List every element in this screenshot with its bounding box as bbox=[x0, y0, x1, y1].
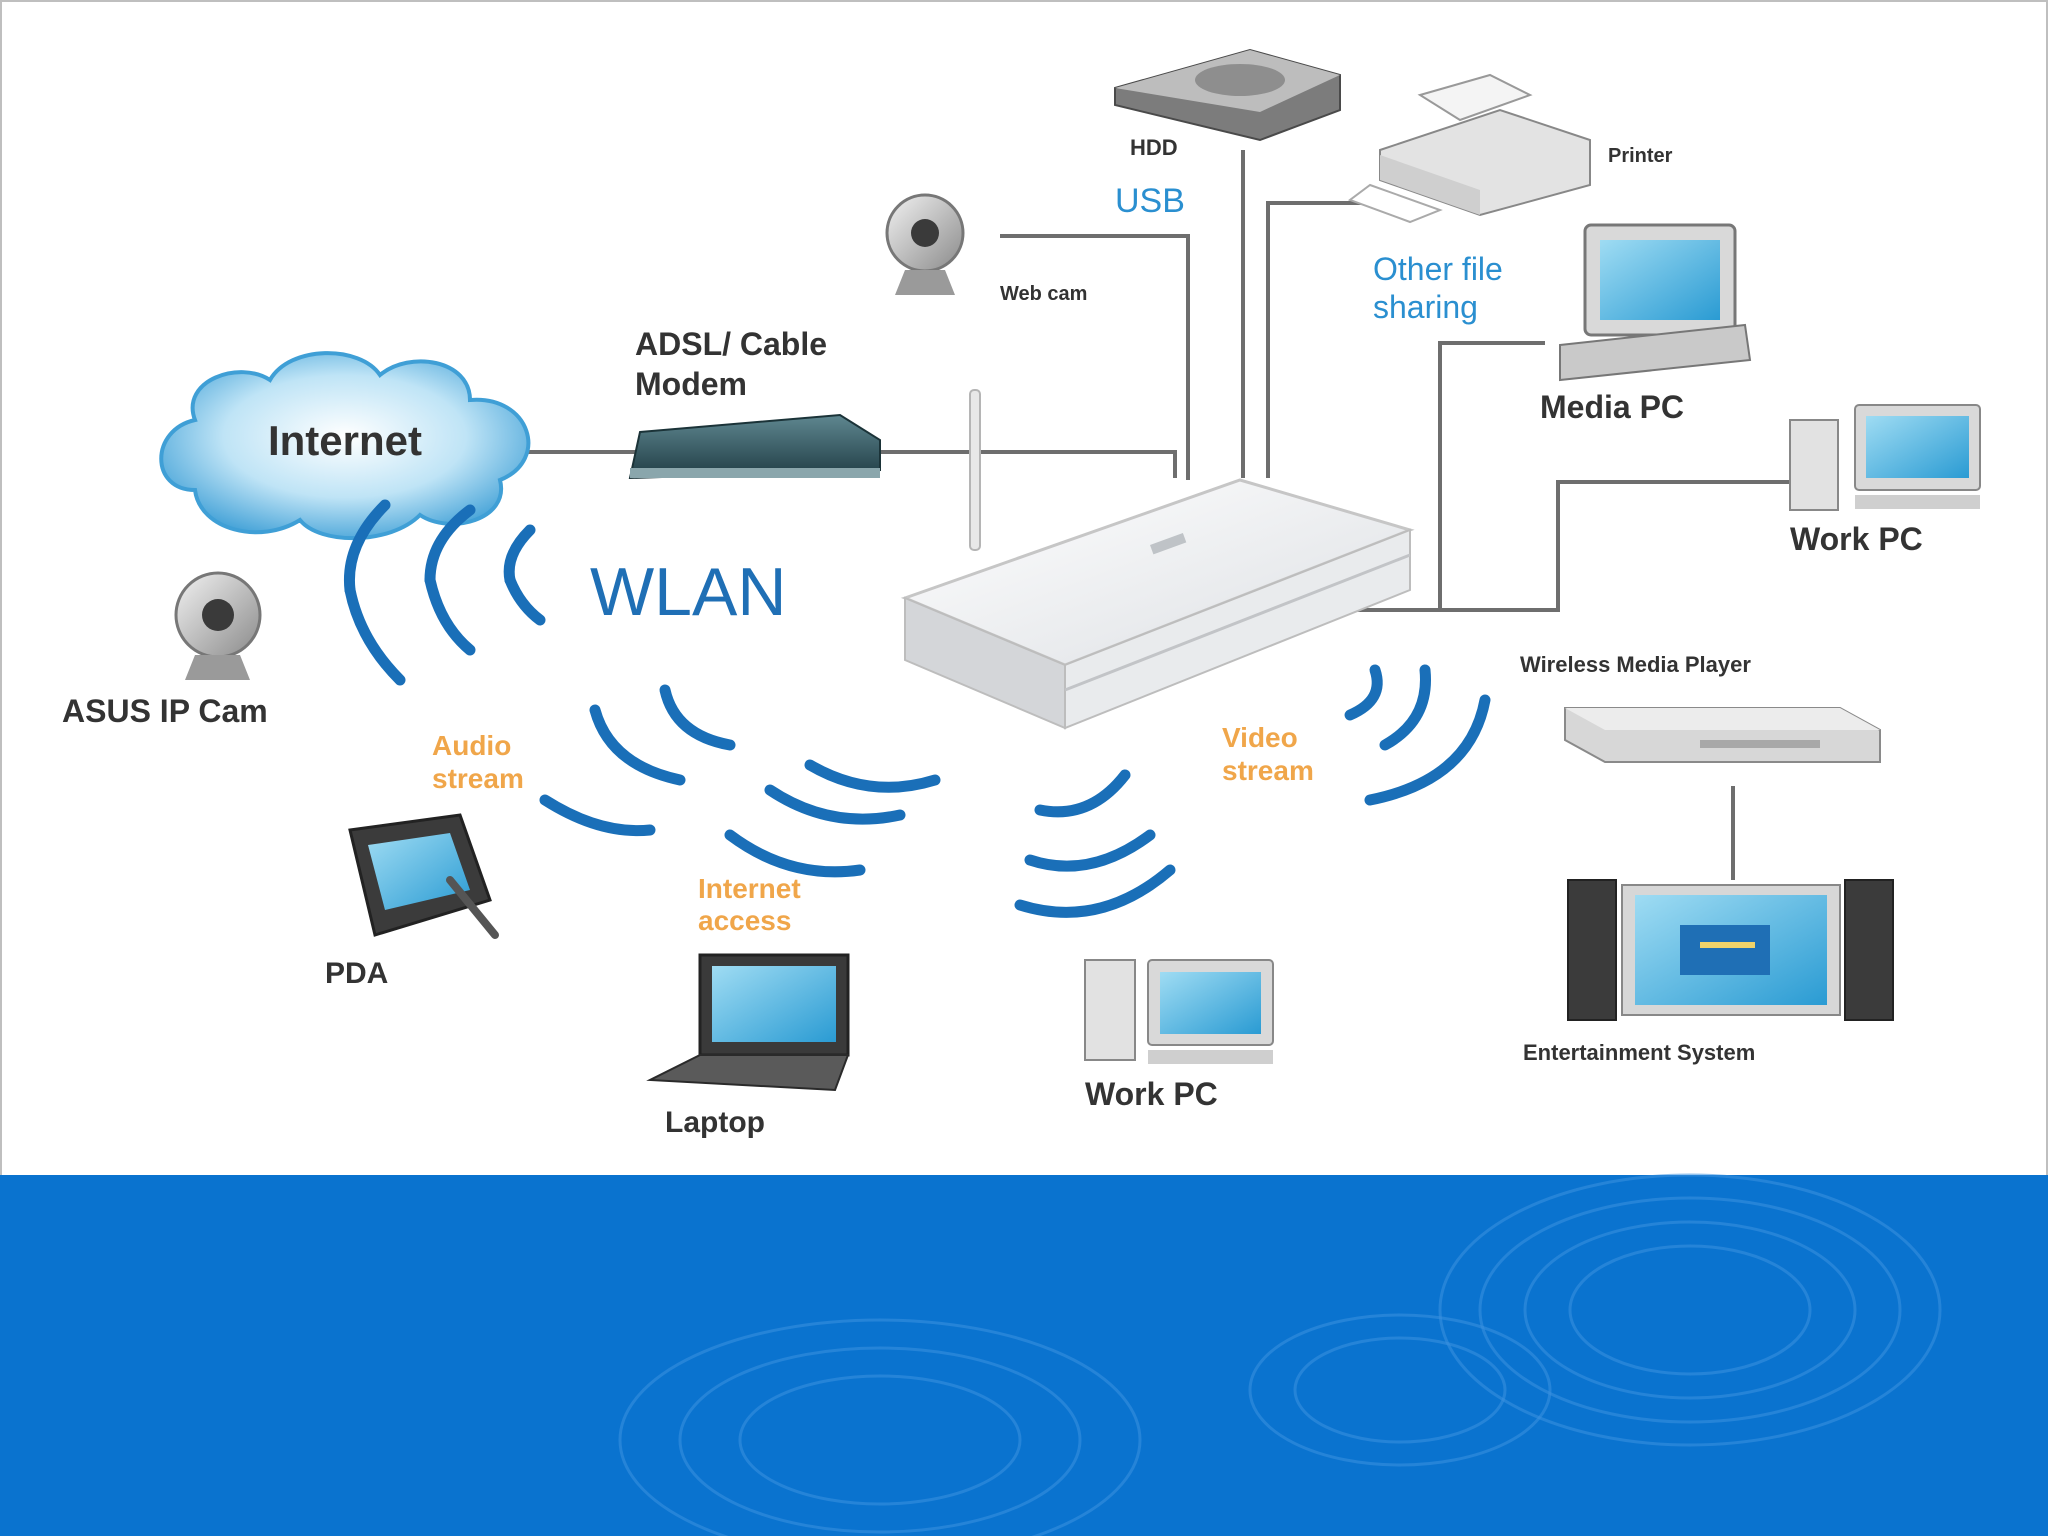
usb-label: USB bbox=[1115, 182, 1185, 220]
other-file-sharing-label-line2: sharing bbox=[1373, 289, 1478, 325]
wireless-signal-waves bbox=[343, 499, 1491, 918]
work-pc-right-label: Work PC bbox=[1790, 521, 1923, 557]
laptop-label: Laptop bbox=[665, 1106, 765, 1139]
router-antenna bbox=[969, 389, 981, 551]
webcam-label: Web cam bbox=[1000, 283, 1087, 305]
footer-ripple-decoration bbox=[618, 1173, 1942, 1536]
printer-line bbox=[1266, 201, 1370, 478]
entertainment-system-device: Entertainment System bbox=[1523, 879, 1894, 1065]
internet-label: Internet bbox=[268, 417, 422, 464]
work-pc-bottom-label: Work PC bbox=[1085, 1076, 1218, 1112]
wireless-router bbox=[900, 389, 1415, 730]
webcam-line bbox=[1000, 234, 1190, 480]
media-pc-device: Media PC bbox=[1540, 223, 1752, 425]
left-speaker bbox=[1567, 879, 1617, 1021]
work-pc-right-device: Work PC bbox=[1789, 404, 1981, 557]
hdd-device: HDD USB bbox=[1114, 48, 1341, 220]
work-pc-bottom-device: Work PC bbox=[1084, 959, 1274, 1112]
hdd-label: HDD bbox=[1130, 135, 1178, 160]
webcam-device: Web cam bbox=[885, 193, 1087, 305]
footer-blue-band bbox=[0, 1175, 2048, 1536]
adsl-modem: ADSL/ Cable Modem bbox=[628, 326, 881, 480]
internet-cloud: Internet bbox=[159, 351, 531, 541]
internet-access-label-line2: access bbox=[698, 905, 791, 936]
printer-device: Printer bbox=[1347, 73, 1673, 224]
audio-stream-label-line1: Audio bbox=[432, 730, 511, 761]
asus-ip-cam-label: ASUS IP Cam bbox=[62, 693, 268, 729]
audio-stream-label-line2: stream bbox=[432, 763, 524, 794]
wireless-media-player-device: Wireless Media Player bbox=[1520, 652, 1881, 763]
footer-band bbox=[0, 1173, 2048, 1536]
right-speaker bbox=[1844, 879, 1894, 1021]
video-stream-label-line2: stream bbox=[1222, 755, 1314, 786]
pda-label: PDA bbox=[325, 957, 388, 990]
internet-access-label-line1: Internet bbox=[698, 873, 801, 904]
laptop-device: Laptop bbox=[646, 953, 850, 1139]
asus-ip-cam-device: ASUS IP Cam bbox=[62, 571, 268, 729]
other-file-sharing-label-line1: Other file bbox=[1373, 251, 1503, 287]
video-stream-label-line1: Video bbox=[1222, 722, 1298, 753]
wlan-label: WLAN bbox=[590, 554, 786, 630]
wireless-media-player-label: Wireless Media Player bbox=[1520, 652, 1751, 677]
media-pc-line bbox=[1310, 341, 1545, 612]
work-pc-right-line bbox=[1440, 480, 1790, 612]
printer-label: Printer bbox=[1608, 145, 1673, 167]
adsl-label-line1: ADSL/ Cable bbox=[635, 326, 827, 362]
pda-device: PDA bbox=[325, 813, 499, 990]
entertainment-system-label: Entertainment System bbox=[1523, 1040, 1755, 1065]
adsl-label-line2: Modem bbox=[635, 366, 747, 402]
media-pc-label: Media PC bbox=[1540, 389, 1684, 425]
